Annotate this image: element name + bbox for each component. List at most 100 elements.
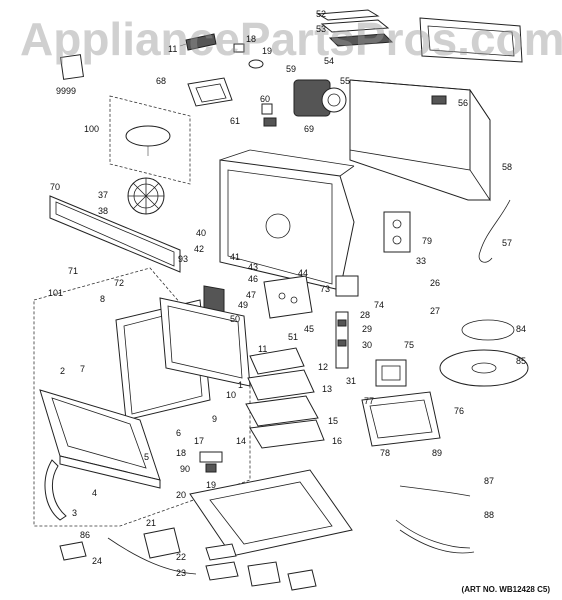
part-17-18-clips <box>199 451 223 473</box>
callout-26: 26 <box>430 278 441 288</box>
callout-93: 93 <box>178 254 189 264</box>
callout-18-second: 18 <box>176 448 187 458</box>
callout-29: 29 <box>362 324 373 334</box>
part-23-cover <box>205 561 239 581</box>
part-85-turntable <box>439 349 529 387</box>
part-52-54-strips <box>316 9 394 47</box>
callout-1: 1 <box>238 380 244 390</box>
part-86-pad <box>59 541 87 561</box>
part-21-pad <box>143 527 181 559</box>
callout-11: 11 <box>168 44 178 54</box>
callout-45: 45 <box>304 324 315 334</box>
callout-37: 37 <box>98 190 109 200</box>
callout-17: 17 <box>194 436 205 446</box>
callout-6: 6 <box>176 428 182 438</box>
callout-73: 73 <box>320 284 331 294</box>
callout-86: 86 <box>80 530 91 540</box>
part-100-stirrer-group <box>109 95 191 185</box>
part-79-control-board <box>383 211 411 253</box>
part-101-door-assembly-outline <box>33 267 251 527</box>
callout-21: 21 <box>146 518 157 528</box>
callout-9: 9 <box>212 414 218 424</box>
callout-68: 68 <box>156 76 167 86</box>
callout-46: 46 <box>248 274 259 284</box>
callout-43: 43 <box>248 262 259 272</box>
part-9999-card <box>60 54 84 80</box>
part-76-base-assembly <box>361 391 441 447</box>
part-22-cover <box>205 543 237 561</box>
art-number: (ART NO. WB12428 C5) <box>461 585 550 594</box>
callout-57: 57 <box>502 238 513 248</box>
callout-60: 60 <box>260 94 271 104</box>
callout-19: 19 <box>262 46 273 56</box>
part-60-61-small <box>261 103 277 127</box>
callout-55: 55 <box>340 76 351 86</box>
callout-71: 71 <box>68 266 79 276</box>
callout-58: 58 <box>502 162 513 172</box>
callout-47: 47 <box>246 290 257 300</box>
part-bottom-square-left <box>247 561 281 587</box>
callout-75: 75 <box>404 340 415 350</box>
part-37-fan-wheel <box>127 177 165 215</box>
callout-23: 23 <box>176 568 187 578</box>
part-2-4-door-panel <box>39 389 161 489</box>
part-11-vent <box>179 33 217 51</box>
callout-90: 90 <box>180 464 191 474</box>
part-84-roller-ring <box>461 319 515 341</box>
part-bottom-square-right <box>287 569 317 591</box>
part-18-19-small <box>233 43 264 69</box>
callout-100: 100 <box>84 124 100 134</box>
part-12-16-plates <box>245 347 325 449</box>
callout-8: 8 <box>100 294 106 304</box>
callout-41: 41 <box>230 252 241 262</box>
callout-44: 44 <box>298 268 309 278</box>
callout-85: 85 <box>516 356 527 366</box>
callout-12: 12 <box>318 362 329 372</box>
callout-53: 53 <box>316 24 327 34</box>
part-20-bottom-plate <box>189 469 353 557</box>
callout-9999: 9999 <box>56 86 77 96</box>
callout-77: 77 <box>364 396 375 406</box>
callout-89: 89 <box>432 448 443 458</box>
callout-42: 42 <box>194 244 205 254</box>
callout-56: 56 <box>458 98 469 108</box>
callout-40: 40 <box>196 228 207 238</box>
part-87-wire <box>399 485 471 497</box>
callout-22: 22 <box>176 552 187 562</box>
callout-84: 84 <box>516 324 527 334</box>
part-68-bracket <box>187 77 233 107</box>
part-73-fuse <box>335 275 359 297</box>
part-9-10-door-glass <box>159 297 251 387</box>
part-58-cabinet <box>349 79 491 202</box>
callout-24: 24 <box>92 556 103 566</box>
callout-78: 78 <box>380 448 391 458</box>
part-oven-cavity <box>219 149 355 291</box>
callout-61: 61 <box>230 116 241 126</box>
callout-14: 14 <box>236 436 247 446</box>
callout-11-second: 11 <box>258 344 268 354</box>
part-3-handle <box>44 459 67 521</box>
part-59-fan-motor <box>293 79 347 117</box>
part-24-wire <box>107 537 197 575</box>
callout-59: 59 <box>286 64 297 74</box>
callout-31: 31 <box>346 376 357 386</box>
callout-4: 4 <box>92 488 98 498</box>
callout-28: 28 <box>360 310 371 320</box>
callout-70: 70 <box>50 182 61 192</box>
callout-19-second: 19 <box>206 480 217 490</box>
callout-7: 7 <box>80 364 86 374</box>
callout-18: 18 <box>246 34 257 44</box>
callout-88: 88 <box>484 510 495 520</box>
callout-20: 20 <box>176 490 187 500</box>
part-28-31-interlock <box>335 311 349 369</box>
callout-16: 16 <box>332 436 343 446</box>
callout-30: 30 <box>362 340 373 350</box>
callout-49: 49 <box>238 300 249 310</box>
callout-72: 72 <box>114 278 125 288</box>
callout-79: 79 <box>422 236 433 246</box>
part-45-47-panel <box>263 275 313 319</box>
callout-51: 51 <box>288 332 299 342</box>
callout-54: 54 <box>324 56 335 66</box>
